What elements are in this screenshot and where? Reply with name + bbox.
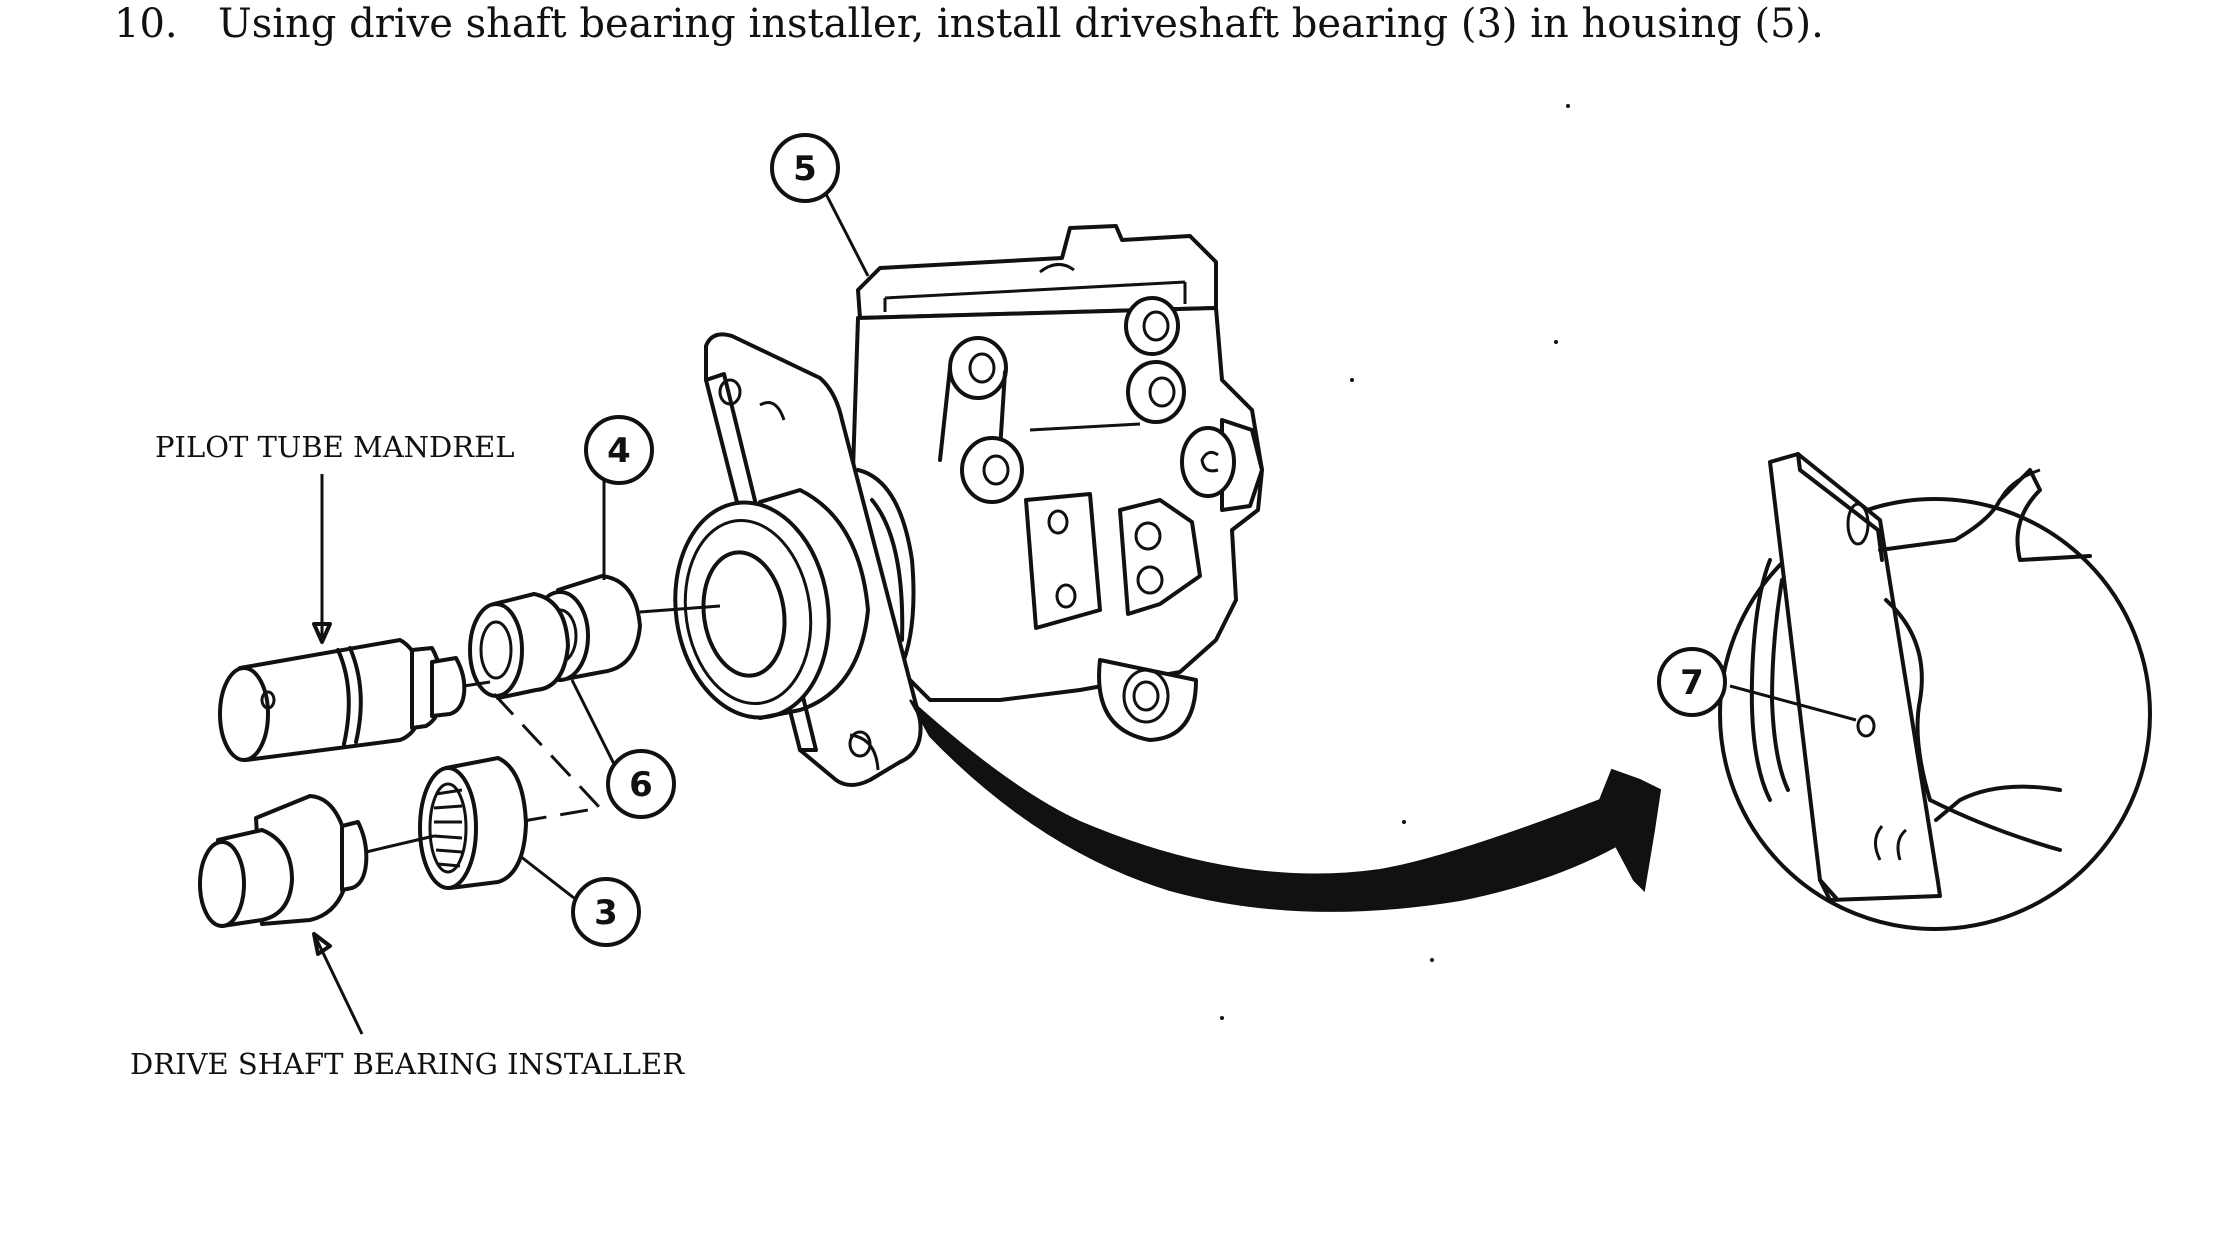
boss-upper-right xyxy=(1124,296,1186,424)
leader-3 xyxy=(519,854,575,900)
svg-text:6: 6 xyxy=(629,765,653,805)
callout-7: 7 xyxy=(1657,647,1727,717)
shaft-centerline xyxy=(639,604,721,614)
instruction-line: 10. Using drive shaft bearing installer, … xyxy=(114,0,1824,48)
leader-7 xyxy=(1729,684,1857,722)
step-text: Using drive shaft bearing installer, ins… xyxy=(218,1,1824,47)
spacer-part xyxy=(468,592,570,700)
callout-4: 4 xyxy=(584,415,654,485)
leader-5 xyxy=(824,193,870,277)
boss-upper-left xyxy=(938,336,1024,504)
svg-text:5: 5 xyxy=(793,149,817,189)
label-drive-shaft-bearing-installer: DRIVE SHAFT BEARING INSTALLER xyxy=(130,1047,685,1081)
leader-installer xyxy=(312,933,364,1035)
step-number: 10. xyxy=(114,1,178,47)
svg-text:7: 7 xyxy=(1680,663,1704,703)
pump-housing xyxy=(850,224,1264,742)
label-pilot-tube-mandrel: PILOT TUBE MANDREL xyxy=(155,430,515,464)
alignment-dashes xyxy=(469,692,603,832)
pilot-tube-mandrel xyxy=(218,638,491,762)
drive-shaft-bearing-installer xyxy=(198,794,435,928)
callout-5: 5 xyxy=(770,133,840,203)
driveshaft-bearing xyxy=(418,756,528,890)
leader-6 xyxy=(570,679,618,769)
detail-view xyxy=(1718,452,2152,931)
callout-6: 6 xyxy=(606,749,676,819)
cover-plate-right xyxy=(1118,498,1202,616)
detail-arrow xyxy=(909,699,1662,912)
housing-bore xyxy=(673,488,870,720)
callout-3: 3 xyxy=(571,877,641,947)
scan-specks xyxy=(1220,104,1570,1020)
svg-text:4: 4 xyxy=(607,431,631,471)
svg-text:3: 3 xyxy=(594,893,618,933)
cover-plate-left xyxy=(1024,492,1102,630)
